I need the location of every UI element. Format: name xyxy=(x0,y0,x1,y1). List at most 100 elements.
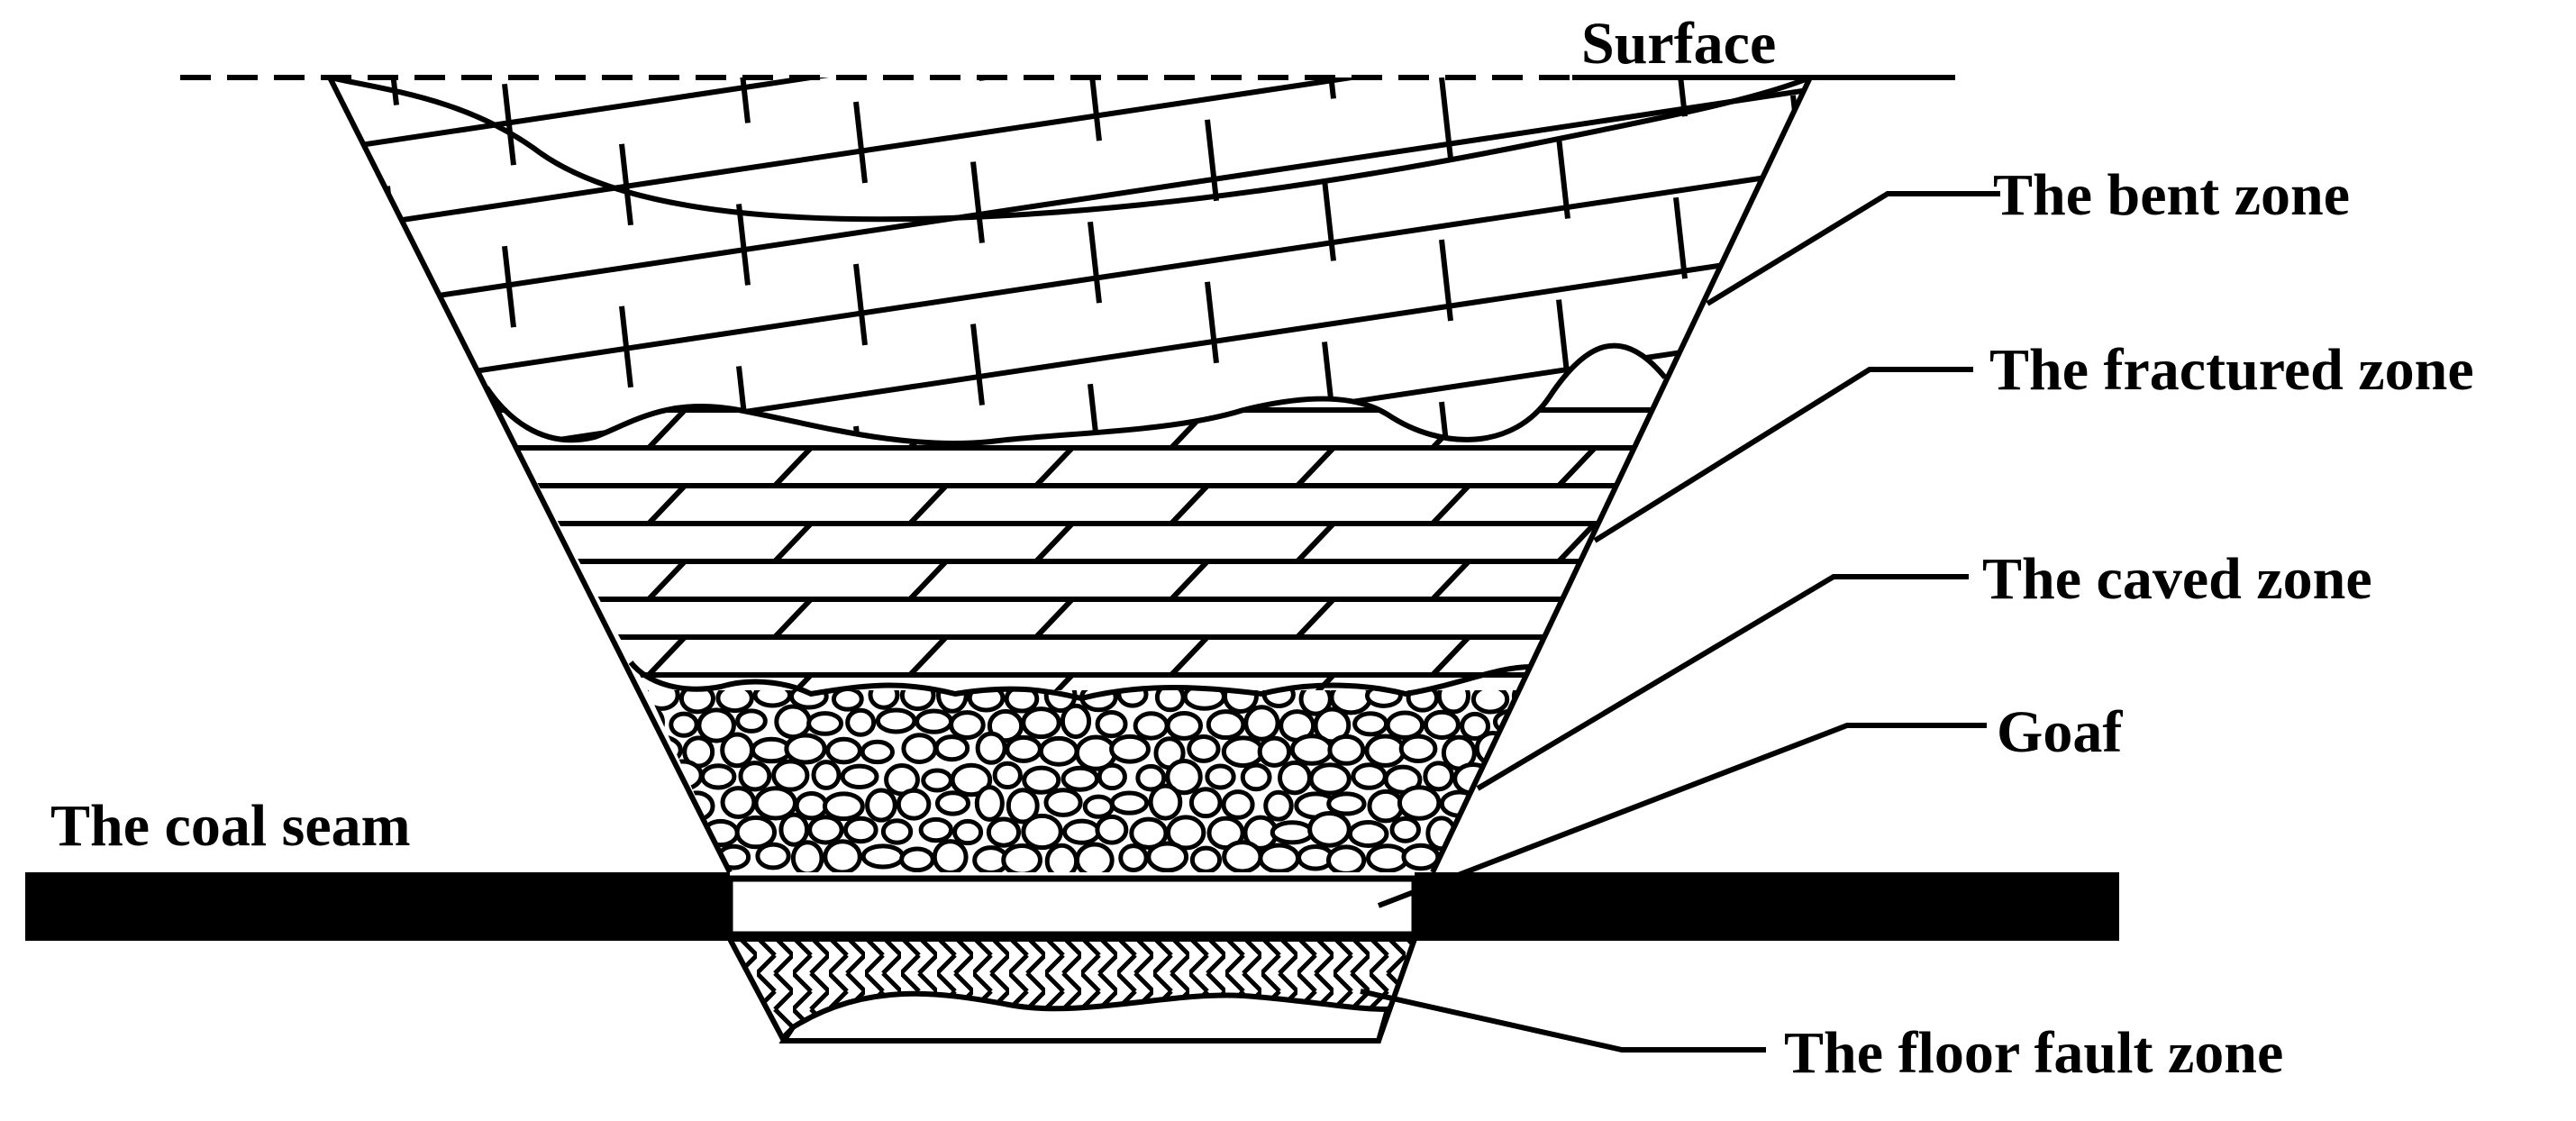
rubble-block xyxy=(1097,762,1127,791)
brick-joint xyxy=(853,101,868,184)
rubble-block xyxy=(1532,707,1560,734)
brick-joint xyxy=(1793,0,1802,14)
rubble-block xyxy=(1506,791,1518,816)
rubble-block xyxy=(720,732,755,769)
fractured-zone-leader xyxy=(1593,367,1973,543)
brick-course-line xyxy=(330,156,1810,405)
fractured-joint xyxy=(907,483,949,526)
fractured-joint xyxy=(1169,559,1210,602)
brick-joint xyxy=(502,407,516,443)
goaf-leader xyxy=(1377,723,1987,908)
rubble-block xyxy=(755,842,791,870)
rubble-block xyxy=(648,690,680,711)
floor-fault-inner-wave xyxy=(778,990,1391,1044)
rubble-block xyxy=(975,731,1007,765)
brick-joint xyxy=(505,0,514,3)
rubble-block xyxy=(1278,760,1313,796)
rubble-block xyxy=(1165,815,1206,851)
rubble-block xyxy=(1021,706,1061,740)
rubble-block xyxy=(1095,709,1128,739)
brick-joint xyxy=(1559,0,1568,57)
rubble-block xyxy=(790,840,824,872)
rubble-block xyxy=(735,708,768,734)
rubble-block xyxy=(1258,843,1301,872)
brick-joint xyxy=(736,204,751,286)
fractured-joint xyxy=(772,672,814,690)
rubble-block xyxy=(1165,710,1204,741)
rubble-block xyxy=(1004,690,1040,714)
rubble-block xyxy=(921,768,953,793)
fractured-joint xyxy=(1430,559,1471,602)
rubble-block xyxy=(678,690,716,715)
rubble-block xyxy=(1001,843,1042,872)
fractured-joint xyxy=(1033,445,1075,488)
rubble-block xyxy=(831,690,864,712)
rubble-block xyxy=(1240,762,1272,792)
rubble-block xyxy=(715,690,754,714)
rubble-block xyxy=(896,788,932,821)
left-wall xyxy=(327,76,733,874)
rubble-block xyxy=(1401,843,1441,871)
rubble-block xyxy=(1043,788,1083,817)
brick-joint xyxy=(1790,257,1805,340)
rubble-block xyxy=(1326,791,1367,816)
fractured-joint xyxy=(1556,521,1597,564)
rubble-block xyxy=(1135,763,1167,792)
fractured-joint xyxy=(646,634,687,678)
caved-zone-leader xyxy=(1476,574,1969,791)
rubble-block xyxy=(822,791,865,822)
rubble-block xyxy=(1364,734,1406,768)
rubble-block xyxy=(648,811,669,849)
rubble-block xyxy=(1116,690,1149,708)
coal-seam-label: The coal seam xyxy=(50,793,411,859)
rubble-block xyxy=(915,708,954,734)
rubble-block xyxy=(949,710,986,740)
brick-joint xyxy=(1205,119,1219,202)
rubble-block xyxy=(1243,705,1280,742)
brick-joint xyxy=(387,511,396,592)
bent-fractured-boundary xyxy=(484,342,1668,446)
fractured-joint xyxy=(646,559,687,602)
rubble-block xyxy=(1005,734,1042,763)
rubble-block xyxy=(720,786,757,819)
fractured-joint xyxy=(1430,634,1471,678)
rubble-block xyxy=(806,711,844,736)
rubble-block xyxy=(1109,790,1150,816)
rubble-block xyxy=(1133,711,1170,741)
goaf-label: Goaf xyxy=(1997,699,2123,765)
rubble-block xyxy=(1460,711,1490,742)
rubble-block xyxy=(1006,788,1040,825)
rubble-block xyxy=(933,734,970,762)
rubble-block xyxy=(1398,734,1438,764)
rubble-block xyxy=(734,815,778,850)
rubble-block xyxy=(1263,789,1294,822)
brick-joint xyxy=(973,487,982,568)
rubble-block xyxy=(899,846,935,872)
rubble-block xyxy=(648,846,680,872)
rubble-block xyxy=(1095,814,1129,845)
rubble-block xyxy=(778,812,810,847)
fractured-joint xyxy=(907,559,949,602)
rubble-block xyxy=(1038,735,1079,767)
rubble-block xyxy=(1148,783,1183,821)
rubble-block xyxy=(1109,734,1151,764)
rubble-block xyxy=(1074,842,1115,872)
brick-joint xyxy=(1790,419,1805,443)
fractured-joint xyxy=(1295,521,1336,564)
rubble-block xyxy=(752,690,793,708)
rubble-block xyxy=(696,707,736,743)
brick-joint xyxy=(1088,383,1102,443)
fractured-joint xyxy=(1556,445,1597,488)
brick-joint xyxy=(970,161,985,243)
rubble-block xyxy=(669,711,699,738)
fractured-joint xyxy=(1295,597,1336,640)
bent-zone-bricks xyxy=(270,0,1810,694)
floor-fault-zone-label: The floor fault zone xyxy=(1784,1020,2283,1086)
brick-joint xyxy=(1322,77,1336,99)
rubble-block xyxy=(1257,735,1292,768)
rubble-block xyxy=(1221,789,1255,820)
brick-joint xyxy=(736,366,751,443)
brick-joint xyxy=(505,570,514,652)
brick-joint xyxy=(270,613,279,694)
fractured-joint xyxy=(1295,672,1336,690)
